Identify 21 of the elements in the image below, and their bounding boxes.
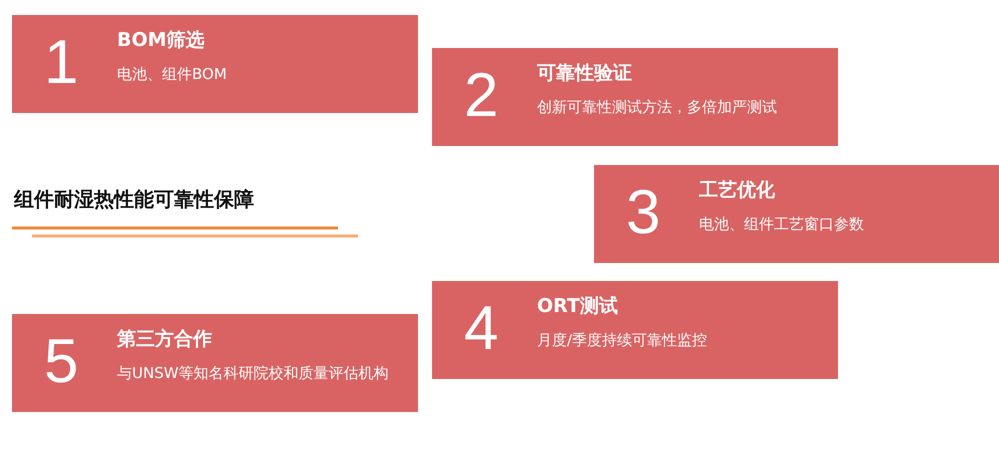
- step-title: 可靠性验证: [537, 61, 632, 86]
- step-number: 4: [464, 293, 498, 365]
- step-title: ORT测试: [537, 294, 618, 319]
- step-card: [432, 281, 838, 379]
- step-description: 月度/季度持续可靠性监控: [537, 330, 708, 351]
- step-title: 工艺优化: [699, 178, 775, 203]
- step-number: 2: [464, 60, 498, 132]
- step-card: [12, 15, 418, 113]
- step-description: 创新可靠性测试方法，多倍加严测试: [537, 97, 778, 118]
- diagram-title: 组件耐湿热性能可靠性保障: [14, 186, 254, 213]
- step-number: 5: [44, 326, 78, 398]
- step-title: BOM筛选: [117, 28, 205, 53]
- step-description: 电池、组件工艺窗口参数: [699, 214, 865, 235]
- step-card: [12, 314, 418, 412]
- step-description: 与UNSW等知名科研院校和质量评估机构: [117, 363, 390, 384]
- step-number: 1: [44, 27, 78, 99]
- step-description: 电池、组件BOM: [117, 64, 228, 85]
- step-title: 第三方合作: [117, 327, 212, 352]
- step-card: [432, 48, 838, 146]
- step-number: 3: [626, 177, 660, 249]
- step-card: [594, 165, 999, 263]
